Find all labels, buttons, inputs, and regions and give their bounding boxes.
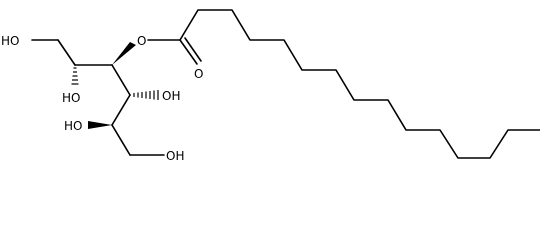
atom-oh-c6: OH — [166, 149, 184, 163]
bond-c4-c5 — [111, 94, 131, 126]
atom-ho-c5: HO — [64, 119, 82, 133]
bond-c5-c6 — [111, 124, 131, 156]
atom-carbonyl-o: O — [194, 67, 203, 81]
atom-ho-c2: HO — [62, 91, 80, 105]
molecule-structure: HO HO O O OH HO OH — [1, 9, 540, 163]
bond-carbonyl-double-b — [184, 37, 202, 62]
atom-ester-o: O — [137, 34, 146, 48]
wedge-bond-c3-o — [112, 42, 136, 65]
acyl-chain — [179, 9, 540, 159]
hashed-bond-c4-oh — [133, 90, 159, 100]
atom-oh-c4: OH — [162, 89, 180, 103]
wedge-bond-c5-oh — [88, 121, 112, 129]
bond-c1-c2 — [57, 39, 76, 66]
bond-carbonyl-double-a — [179, 39, 198, 65]
atom-ho-top: HO — [1, 34, 19, 48]
hashed-bond-c2-oh — [71, 67, 79, 85]
bond-c3-c4 — [111, 64, 131, 96]
